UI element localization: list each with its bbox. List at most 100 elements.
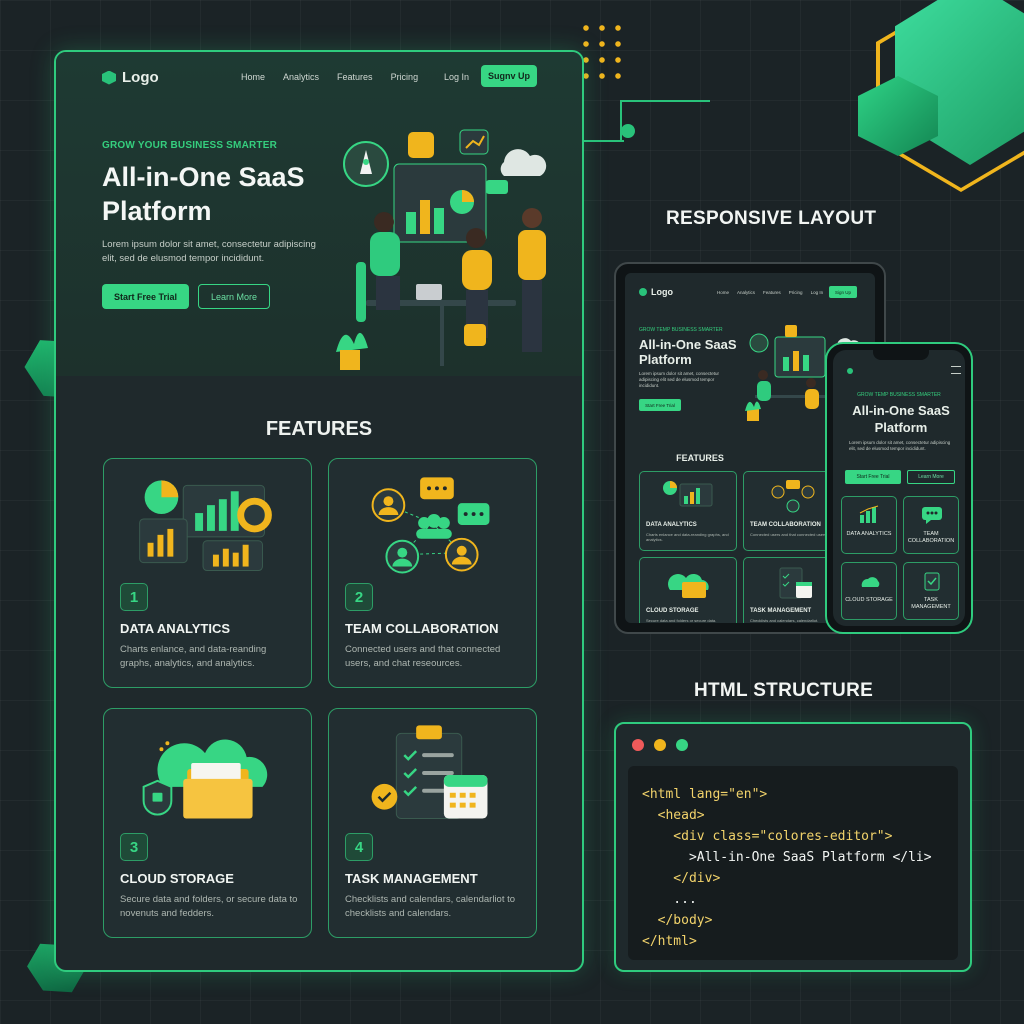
tablet-nav: Home Analytics Features Pricing Log In: [717, 290, 823, 295]
tablet-card-desc: Secure data and folders or secure data.: [646, 618, 717, 623]
feature-title: DATA ANALYTICS: [120, 621, 231, 636]
menu-icon[interactable]: [951, 366, 961, 374]
feature-number: 2: [345, 583, 373, 611]
close-window-dot[interactable]: [632, 739, 644, 751]
tablet-signup-button[interactable]: Sign Up: [829, 286, 857, 298]
tablet-nav-analytics[interactable]: Analytics: [737, 290, 756, 295]
phone-card-data-analytics[interactable]: DATA ANALYTICS: [841, 496, 897, 554]
feature-card-team-collaboration[interactable]: 2 TEAM COLLABORATION Connected users and…: [328, 458, 537, 688]
code-line: <div class="colores-editor">: [642, 829, 893, 844]
phone-start-trial-button[interactable]: Start Free Trial: [845, 470, 901, 484]
hero-eyebrow: GROW YOUR BUSINESS SMARTER: [102, 140, 278, 151]
feature-card-cloud-storage[interactable]: 3 CLOUD STORAGE Secure data and folders,…: [103, 708, 312, 938]
code-line: </body>: [642, 913, 713, 928]
start-free-trial-button[interactable]: Start Free Trial: [102, 284, 189, 309]
tablet-logo-text: Logo: [651, 287, 673, 297]
phone-screen: GROW TEMP BUSINESS SMARTER All-in-One Sa…: [833, 350, 965, 626]
tablet-card-team-collaboration[interactable]: TEAM COLLABORATION Connected users and t…: [743, 471, 841, 551]
feature-description: Charts enlance, and data-reanding graphs…: [120, 644, 267, 669]
tablet-card-desc: Charts enlance and data-reanding graphs,…: [646, 532, 729, 542]
maximize-window-dot[interactable]: [676, 739, 688, 751]
nav-link-features[interactable]: Features: [337, 72, 373, 82]
team-network-icon: [371, 477, 490, 574]
cloud-folder-icon: [142, 739, 268, 819]
decorative-line: [620, 100, 710, 102]
code-line: </html>: [642, 934, 697, 949]
tablet-nav-features[interactable]: Features: [763, 290, 781, 295]
features-heading: FEATURES: [265, 418, 373, 440]
tablet-features-heading: FEATURES: [676, 453, 724, 463]
feature-number: 4: [345, 833, 373, 861]
phone-card-team-collaboration[interactable]: TEAM COLLABORATION: [903, 496, 959, 554]
tablet-title: All-in-One SaaS Platform: [639, 337, 737, 367]
decorative-node: [621, 124, 635, 138]
clipboard-check-icon: [924, 572, 940, 591]
chat-bubble-icon: [922, 507, 942, 524]
feature-number: 3: [120, 833, 148, 861]
phone-card-task-management[interactable]: TASK MANAGEMENT: [903, 562, 959, 620]
code-editor-window: <html lang="en"> <head> <div class="colo…: [614, 722, 972, 972]
top-navigation: Logo Home Analytics Features Pricing Log…: [56, 52, 582, 104]
minimize-window-dot[interactable]: [654, 739, 666, 751]
responsive-layout-label: RESPONSIVE LAYOUT: [666, 208, 877, 229]
phone-logo-icon: [847, 368, 853, 374]
code-area: <html lang="en"> <head> <div class="colo…: [628, 766, 958, 960]
feature-title: TASK MANAGEMENT: [345, 871, 478, 886]
decorative-line: [620, 100, 622, 142]
checklist-calendar-icon: [371, 725, 488, 820]
tablet-login[interactable]: Log In: [810, 290, 824, 295]
cloud-icon: [861, 577, 880, 587]
nav-link-analytics[interactable]: Analytics: [283, 72, 320, 82]
phone-title: All-in-One SaaS Platform: [852, 403, 950, 435]
hero-title: All-in-One SaaS Platform: [102, 162, 305, 226]
feature-card-task-management[interactable]: 4 TASK MANAGEMENT Checklists and calenda…: [328, 708, 537, 938]
phone-card-cloud-storage[interactable]: CLOUD STORAGE: [841, 562, 897, 620]
tablet-card-title: TEAM COLLABORATION: [750, 522, 821, 528]
logo-icon: [639, 288, 647, 296]
team-network-icon: [771, 480, 815, 513]
tablet-card-title: DATA ANALYTICS: [646, 522, 697, 528]
tablet-card-desc: Connected users and that connected users…: [750, 532, 828, 537]
tablet-nav-pricing[interactable]: Pricing: [788, 290, 803, 295]
phone-eyebrow: GROW TEMP BUSINESS SMARTER: [857, 392, 941, 398]
nav-link-home[interactable]: Home: [241, 72, 266, 82]
html-structure-label: HTML STRUCTURE: [694, 680, 874, 701]
signup-button[interactable]: Sugnv Up: [481, 65, 537, 87]
team-dashboard-illustration: [336, 129, 547, 370]
feature-title: CLOUD STORAGE: [120, 871, 234, 886]
tablet-card-cloud-storage[interactable]: CLOUD STORAGE Secure data and folders or…: [639, 557, 737, 623]
decorative-dots: [578, 20, 628, 80]
hero-description: Lorem ipsum dolor sit amet, consectetur …: [102, 239, 316, 264]
tablet-card-task-management[interactable]: TASK MANAGEMENT Checklists and calendars…: [743, 557, 841, 623]
analytics-chart-icon: [859, 505, 879, 523]
code-line: >All-in-One SaaS Platform </li>: [642, 850, 932, 865]
phone-learn-more-button[interactable]: Learn More: [907, 470, 955, 484]
feature-card-data-analytics[interactable]: 1 DATA ANALYTICS Charts enlance, and dat…: [103, 458, 312, 688]
learn-more-button[interactable]: Learn More: [198, 284, 270, 309]
cube-logo-icon: [102, 70, 116, 85]
analytics-charts-icon: [663, 481, 713, 507]
tablet-text: Lorem ipsum dolor sit amet, consectetur …: [639, 371, 720, 388]
feature-description: Connected users and that connected users…: [345, 644, 501, 669]
tablet-nav-home[interactable]: Home: [717, 290, 730, 295]
feature-description: Checklists and calendars, calendarliot t…: [345, 894, 516, 919]
code-line: ...: [642, 892, 697, 907]
code-line: </div>: [642, 871, 721, 886]
login-link[interactable]: Log In: [444, 72, 470, 82]
phone-notch: [873, 350, 929, 360]
hero-section: Logo Home Analytics Features Pricing Log…: [56, 52, 582, 376]
tablet-eyebrow: GROW TEMP BUSINESS SMARTER: [639, 327, 723, 333]
logo[interactable]: Logo: [102, 69, 159, 86]
logo-text: Logo: [122, 69, 159, 86]
tablet-card-data-analytics[interactable]: DATA ANALYTICS Charts enlance and data-r…: [639, 471, 737, 551]
nav-links: Home Analytics Features Pricing: [241, 72, 418, 82]
feature-number: 1: [120, 583, 148, 611]
tablet-screen: Logo Home Analytics Features Pricing Log…: [625, 273, 875, 623]
tablet-logo[interactable]: Logo: [639, 287, 673, 297]
feature-title: TEAM COLLABORATION: [345, 621, 499, 636]
nav-link-pricing[interactable]: Pricing: [390, 72, 419, 82]
phone-card-title: TEAM COLLABORATION: [907, 531, 955, 544]
tablet-cta-button[interactable]: Start Free Trial: [639, 399, 681, 411]
analytics-charts-icon: [139, 480, 272, 571]
phone-card-title: DATA ANALYTICS: [846, 531, 892, 537]
